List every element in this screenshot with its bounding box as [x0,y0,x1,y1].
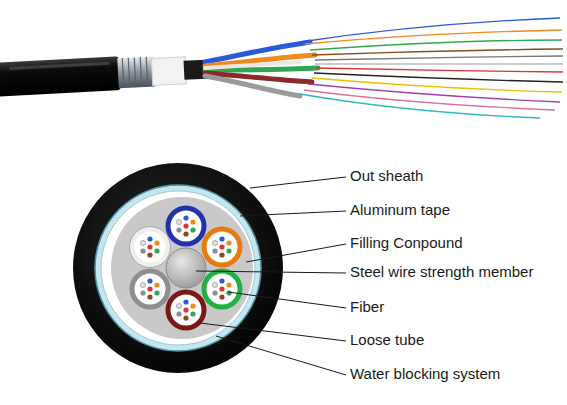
fibers-photo [300,18,563,118]
part-label: Steel wire strength member [350,263,533,281]
loose-tube [204,229,240,265]
cable-cross-section [73,163,283,373]
loose-tube [132,271,168,307]
sheath-highlight [10,62,110,70]
out-sheath [73,163,283,373]
loose-tube [204,271,240,307]
part-label: Water blocking system [350,365,500,383]
part-label: Loose tube [350,331,424,349]
part-label: Out sheath [350,167,423,185]
water-blocking-ring [101,191,255,345]
part-label: Filling Conpound [350,234,463,252]
leader-lines [196,177,346,375]
loose-tubes-photo [205,42,318,96]
part-label: Aluminum tape [350,201,450,219]
aluminum-armor [117,56,155,88]
loose-tube [168,208,204,244]
aluminum-tape [95,185,261,351]
cable-sheath [0,56,121,97]
filling-compound [111,197,253,339]
part-label: Fiber [350,298,384,316]
water-blocking-tape [151,57,186,86]
loose-tube [168,292,204,328]
steel-strength-member [166,248,206,288]
cable-photo [0,52,207,97]
armor-corrugation [122,57,148,88]
loose-tube [130,227,171,268]
